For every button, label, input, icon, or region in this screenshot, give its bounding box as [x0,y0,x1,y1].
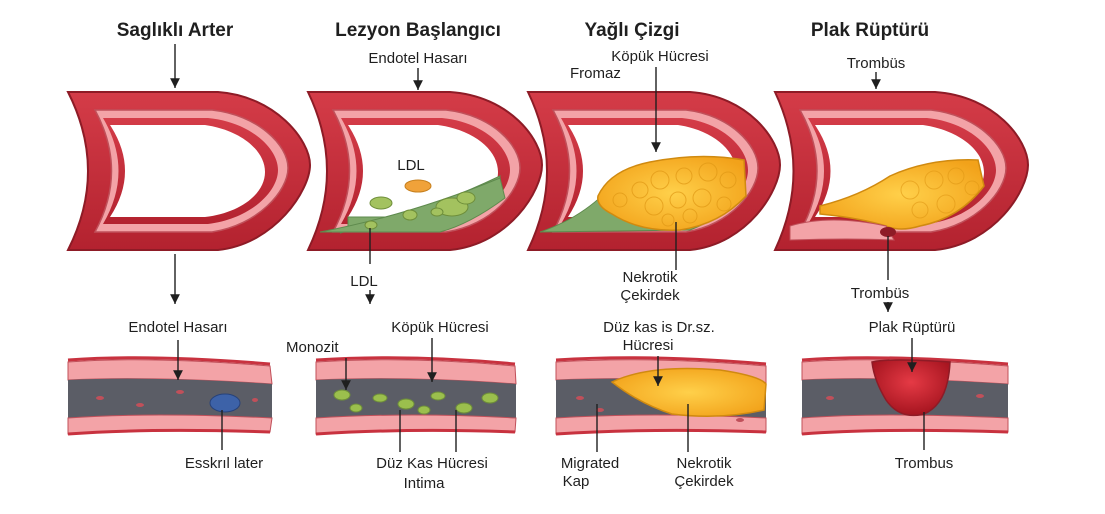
label-migrated: Migrated [561,455,619,472]
title-lesion: Lezyon Başlangıcı [335,20,501,41]
label-necrotic-b3-line2: Çekirdek [674,473,734,490]
label-thrombus-top: Trombüs [847,55,906,72]
vessel-healthy [68,92,310,250]
title-fatty-streak: Yağlı Çizgi [584,20,679,41]
label-smooth-muscle-b3-line2: Hücresi [623,337,674,354]
label-smooth-muscle: Düz Kas Hücresi [376,455,488,472]
section-fatty-streak [556,358,766,434]
title-plaque-rupture: Plak Rüptürü [811,20,929,41]
label-foam-cell-top: Köpük Hücresi [611,48,709,65]
title-healthy: Saglıklı Arter [117,20,234,41]
label-thrombus-below: Trombüs [851,285,910,302]
label-plaque-rupture-b4: Plak Rüptürü [869,319,956,336]
label-esskril-later: Esskrıl later [185,455,263,472]
label-monocyte: Monozit [286,339,339,356]
section-healthy [68,358,272,434]
label-necrotic-b3-line1: Nekrotik [676,455,732,472]
label-necrotic-line1: Nekrotik [622,269,678,286]
label-endothelial-damage-top: Endotel Hasarı [368,50,467,67]
label-intima: Intima [404,475,446,492]
section-plaque-rupture [802,358,1008,434]
label-trombus: Trombus [895,455,954,472]
vessel-lesion [308,92,542,250]
vessel-fatty-streak [528,92,780,250]
label-ldl-inside: LDL [397,157,425,174]
label-ldl-below: LDL [350,273,378,290]
label-smooth-muscle-b3-line1: Düz kas is Dr.sz. [603,319,715,336]
label-foam-cell-b2: Köpük Hücresi [391,319,489,336]
label-necrotic-line2: Çekirdek [620,287,680,304]
label-fromaz: Fromaz [570,65,621,82]
label-kap: Kap [563,473,590,490]
label-endothelial-damage-b1: Endotel Hasarı [128,319,227,336]
vessel-plaque-rupture [775,92,1028,250]
